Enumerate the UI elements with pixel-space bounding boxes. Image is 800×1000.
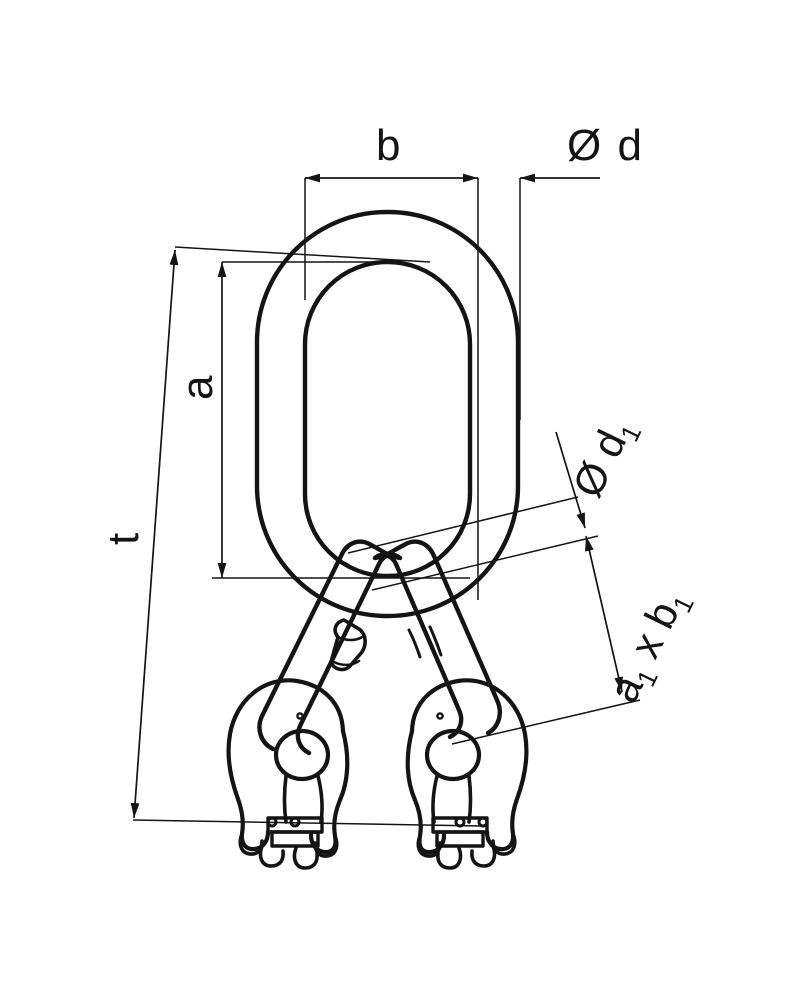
ext-line-a1b1-far: [451, 699, 641, 745]
extension-lines: [132, 178, 521, 827]
dim-line-d1: [555, 431, 586, 529]
right-hook-rivet: [436, 712, 444, 720]
ext-line-t-bottom: [132, 819, 481, 827]
leg-rib-marks: [407, 625, 443, 659]
part-geometry-group: [226, 209, 529, 870]
dim-line-t: [130, 249, 179, 819]
right-hook-leg: [372, 539, 502, 740]
shortening-clutch: [329, 618, 367, 672]
dimension-label-b: b: [376, 121, 401, 170]
dimension-lines-group: [130, 173, 641, 827]
dimension-t: [130, 249, 179, 819]
dimension-label-t: t: [99, 532, 148, 545]
left-hook-pin-hole-2: [289, 816, 301, 828]
dimension-a1-x-b1: [585, 535, 623, 693]
left-hook-pin-hole-1: [266, 816, 278, 828]
left-hook-leg: [257, 539, 403, 756]
left-hook-eye: [273, 728, 331, 782]
left-hook-rivet: [296, 712, 304, 720]
dimension-diameter-d1: [555, 431, 586, 529]
right-hook-eye: [424, 728, 482, 782]
right-hook-pin-hole-1: [477, 816, 489, 828]
dimension-label-a: a: [173, 375, 222, 400]
ext-line-d1-b: [371, 535, 599, 591]
master-link-inner: [302, 259, 473, 579]
master-link-outer: [254, 209, 521, 619]
dimension-label-diameter-d: Ø d: [567, 121, 644, 170]
ext-line-t-top: [174, 246, 431, 263]
left-clevis-hook: [226, 678, 350, 870]
extension-lines-diagonal: [347, 496, 641, 745]
dim-line-a1b1: [585, 535, 623, 693]
right-hook-pin-hole-2: [454, 816, 466, 828]
right-clevis-hook: [405, 678, 529, 870]
